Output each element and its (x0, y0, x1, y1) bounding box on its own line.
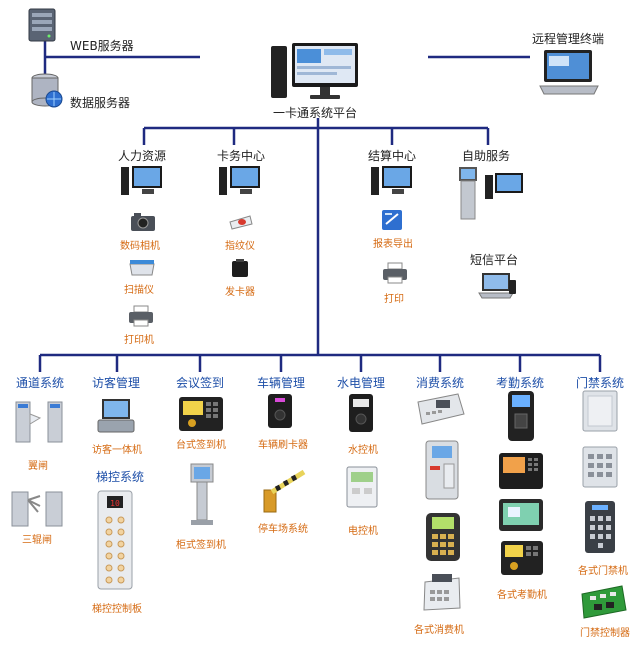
kiosk-icon (459, 167, 523, 220)
web-server-label: WEB服务器 (70, 39, 134, 53)
settle-printer-icon (383, 262, 407, 284)
device-tripod-label: 三辊闸 (22, 535, 52, 546)
scanner-icon (129, 260, 155, 276)
fingerprint-icon (229, 215, 253, 230)
card-computer-icon (219, 166, 260, 195)
tripod-turnstile-icon (11, 491, 63, 527)
group-self-label: 自助服务 (462, 149, 511, 163)
power-meter-icon (346, 466, 378, 508)
device-parking-label: 停车场系统 (258, 524, 308, 535)
device-consume-label: 各式消费机 (414, 625, 464, 636)
printer-icon (129, 305, 153, 327)
category-consume: 消费系统 (416, 376, 465, 390)
ladder-panel-icon: 10 (97, 490, 133, 590)
platform-label: 一卡通系统平台 (273, 106, 358, 120)
device-water-label: 水控机 (348, 445, 378, 456)
category-access: 门禁系统 (576, 376, 625, 390)
device-report-label: 报表导出 (373, 239, 413, 250)
group-card-label: 卡务中心 (217, 149, 266, 163)
wing-gate-icon (15, 401, 63, 443)
web-server-icon (28, 8, 56, 42)
access-keypad-icon (582, 446, 618, 488)
attend-slim-icon (508, 391, 534, 441)
visitor-machine-icon (97, 399, 135, 433)
device-stand-sign-label: 柜式签到机 (176, 540, 226, 551)
parking-barrier-icon (263, 469, 306, 513)
svg-text:10: 10 (110, 499, 120, 508)
consume-handheld-icon (426, 513, 460, 561)
device-camera-label: 数码相机 (120, 241, 160, 252)
platform-computer-icon (271, 43, 358, 99)
access-reader-icon (582, 390, 618, 432)
device-issuer-label: 发卡器 (225, 287, 255, 298)
device-access-ctrl-label: 门禁控制器 (580, 628, 630, 639)
report-export-icon (382, 210, 402, 230)
device-gate-label: 翼闸 (28, 461, 48, 472)
vehicle-reader-icon (268, 394, 292, 428)
consume-terminal-icon (425, 440, 459, 500)
category-vehicle: 车辆管理 (257, 376, 306, 390)
stand-sign-in-icon (190, 463, 214, 525)
attend-screen-icon (499, 499, 543, 531)
device-vehicle-reader-label: 车辆刷卡器 (258, 440, 308, 451)
database-server-label: 数据服务器 (70, 96, 131, 110)
settle-computer-icon (371, 166, 412, 195)
device-scanner-label: 扫描仪 (124, 285, 154, 296)
database-server-icon (31, 73, 63, 108)
attend-finger-icon (501, 541, 543, 575)
group-settle-label: 结算中心 (368, 149, 417, 163)
device-power-label: 电控机 (348, 526, 378, 537)
access-metal-keypad-icon (585, 501, 615, 553)
device-attend-label: 各式考勤机 (497, 590, 547, 601)
device-access-machine-label: 各式门禁机 (578, 566, 628, 577)
attend-face-icon (499, 453, 543, 489)
sms-laptop-icon (478, 273, 516, 299)
device-ladder-panel-label: 梯控控制板 (92, 604, 142, 615)
remote-terminal-label: 远程管理终端 (532, 32, 605, 46)
device-finger-label: 指纹仪 (225, 241, 255, 252)
device-desk-sign-label: 台式签到机 (176, 440, 226, 451)
subcategory-ladder: 梯控系统 (96, 470, 145, 484)
category-visitor: 访客管理 (92, 376, 141, 390)
water-controller-icon (349, 394, 373, 432)
laptop-icon (539, 50, 599, 95)
sms-platform-label: 短信平台 (470, 253, 519, 267)
category-passage: 通道系统 (16, 376, 65, 390)
consume-register-icon (423, 574, 461, 611)
category-attend: 考勤系统 (496, 376, 545, 390)
device-printer-hr-label: 打印机 (124, 335, 154, 346)
desk-sign-in-icon (179, 397, 223, 431)
category-water: 水电管理 (337, 376, 386, 390)
device-visitor-machine-label: 访客一体机 (92, 445, 142, 456)
group-hr-label: 人力资源 (118, 149, 167, 163)
card-issuer-icon (232, 259, 248, 277)
device-printer-settle-label: 打印 (384, 294, 404, 305)
hr-computer-icon (121, 166, 162, 195)
camera-icon (131, 213, 155, 231)
category-meeting: 会议签到 (176, 376, 225, 390)
consume-pos-icon (417, 393, 465, 425)
access-controller-board-icon (581, 585, 627, 619)
